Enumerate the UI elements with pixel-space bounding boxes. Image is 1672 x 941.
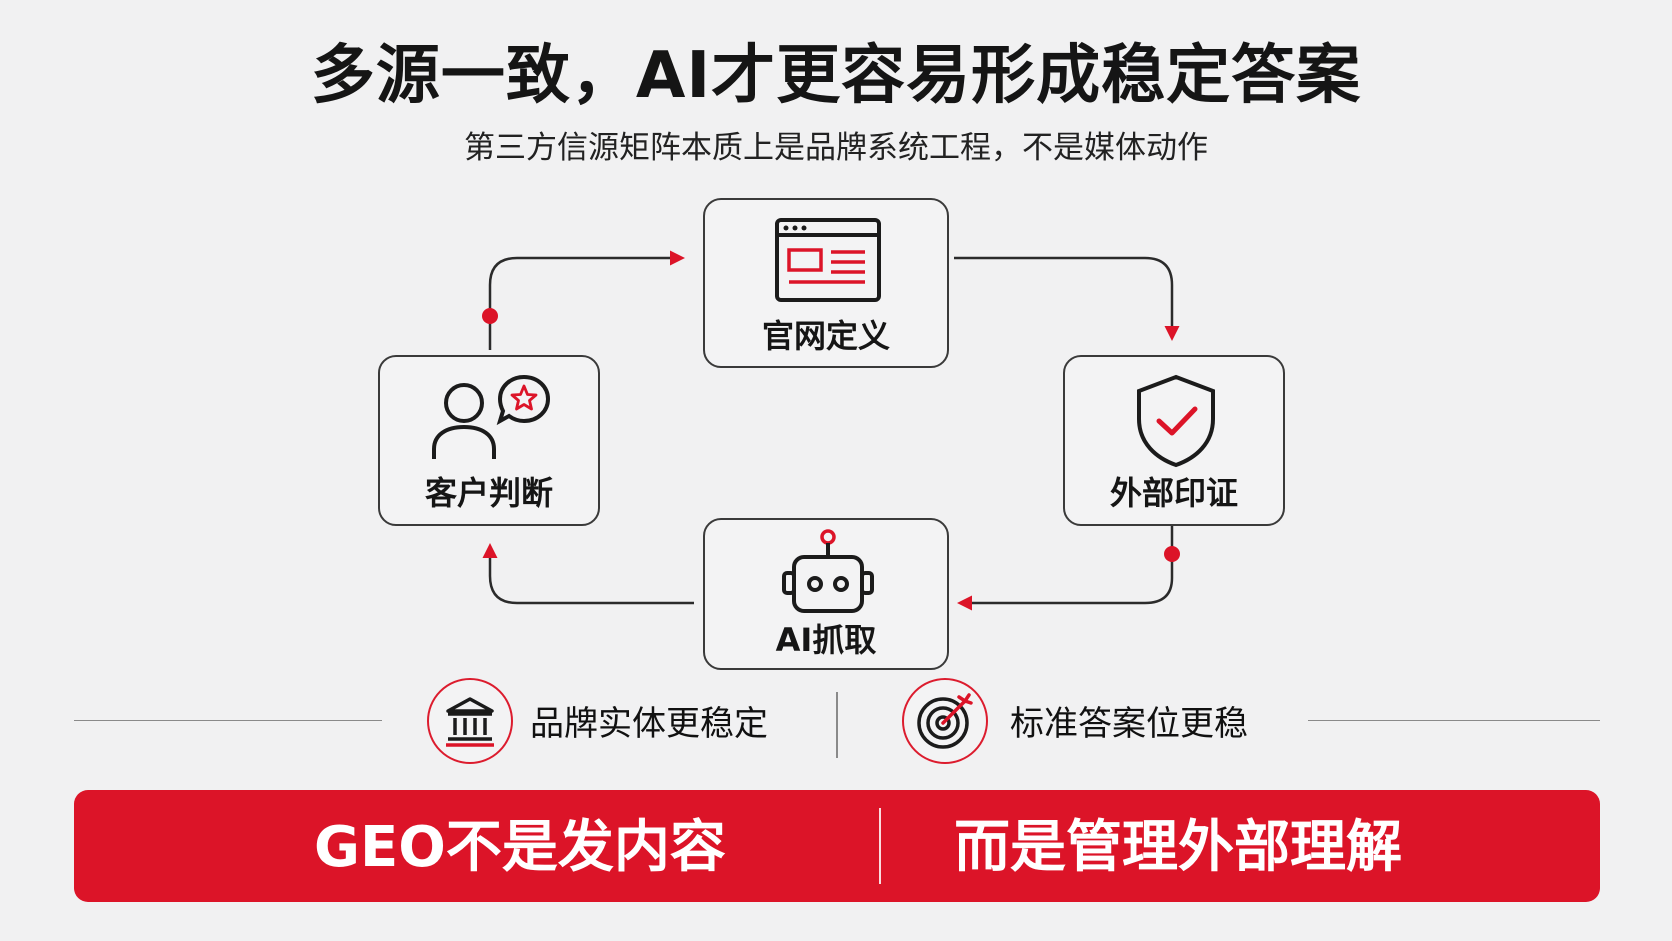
left-divider [74,720,382,721]
user-review-icon [432,374,551,459]
node-customer-judgement: 客户判断 [378,355,600,526]
connector-customer-to-website [488,250,685,350]
connector-dot [482,308,498,324]
benefit-label: 品牌实体更稳定 [530,704,768,744]
node-label: 官网定义 [761,317,890,355]
webpage-icon [775,218,881,302]
banner-right-text: 而是管理外部理解 [954,815,1402,880]
node-ai-crawl: AI抓取 [703,518,949,670]
node-label: 外部印证 [1109,474,1238,512]
institution-icon [446,697,494,747]
shield-check-icon [1137,374,1215,468]
benefit-badge [902,678,988,764]
node-label: AI抓取 [775,621,877,659]
conclusion-banner: GEO不是发内容 而是管理外部理解 [74,790,1600,902]
target-icon [917,693,973,749]
node-website-definition: 官网定义 [703,198,949,368]
node-label: 客户判断 [424,474,553,512]
page-title: 多源一致，AI才更容易形成稳定答案 [310,39,1362,113]
connector-external-to-ai [957,526,1174,611]
banner-separator [879,808,881,884]
right-divider [1308,720,1600,721]
banner-left-text: GEO不是发内容 [314,815,726,880]
page-subtitle: 第三方信源矩阵本质上是品牌系统工程，不是媒体动作 [464,130,1208,166]
benefit-label: 标准答案位更稳 [1010,704,1248,744]
connector-ai-to-customer [482,543,694,605]
connector-dot [1164,546,1180,562]
robot-icon [782,529,874,613]
benefits-separator [836,692,838,758]
connector-website-to-external [954,256,1180,341]
benefit-badge [427,678,513,764]
node-external-verification: 外部印证 [1063,355,1285,526]
